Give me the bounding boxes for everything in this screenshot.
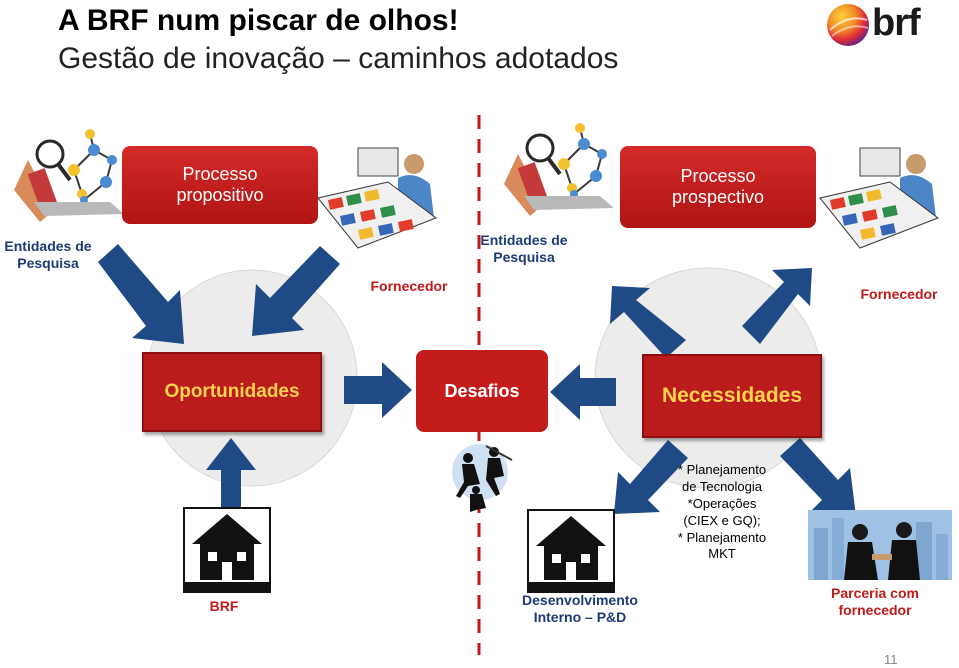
process-propositivo-label: Processo propositivo <box>176 164 264 205</box>
arrow-to-entidades-right <box>610 286 686 358</box>
brf-logo-text: brf <box>872 2 921 44</box>
page-number: 11 <box>884 652 898 667</box>
desenvolvimento-label: Desenvolvimento Interno – P&D <box>522 592 638 625</box>
handshake-photo <box>808 510 952 580</box>
parceria-label: Parceria com fornecedor <box>831 585 919 618</box>
note-line: MKT <box>708 546 736 562</box>
notes-list: * Planejamento de Tecnologia *Operações … <box>660 462 784 563</box>
note-line: (CIEX e GQ); <box>683 512 761 528</box>
research-clipart-right <box>504 123 614 216</box>
note-line: * Planejamento <box>677 529 767 545</box>
house-icon-brf <box>183 507 271 593</box>
arrow-oportunidades-to-desafios <box>344 362 412 418</box>
page-title: A BRF num piscar de olhos! <box>58 4 459 37</box>
supplier-clipart-left <box>317 147 438 249</box>
arrow-to-parceria <box>780 438 856 516</box>
oportunidades-box: Oportunidades <box>142 352 322 432</box>
arrow-group <box>98 244 856 516</box>
fornecedor-label-right: Fornecedor <box>860 286 938 302</box>
process-propositivo-box: Processo propositivo <box>122 146 318 224</box>
note-line: * Planejamento <box>677 462 767 477</box>
research-clipart-left <box>14 129 124 222</box>
necessidades-box: Necessidades <box>642 354 822 438</box>
entidades-label-right: Entidades de Pesquisa <box>480 232 568 265</box>
process-prospectivo-label: Processo prospectivo <box>671 166 765 207</box>
arrow-to-desenvolvimento <box>614 440 688 514</box>
entidades-label-left: Entidades de Pesquisa <box>4 238 92 271</box>
brf-sphere-logo-icon <box>827 4 869 46</box>
arrow-to-fornecedor-right <box>742 268 812 344</box>
note-line: *Operações <box>687 495 757 511</box>
note-line: de Tecnologia <box>682 478 762 494</box>
process-prospectivo-box: Processo prospectivo <box>620 146 816 228</box>
desafios-box: Desafios <box>416 350 548 432</box>
arrow-entidades-to-oportunidades <box>98 244 184 344</box>
arrow-necessidades-to-desafios <box>550 364 616 420</box>
team-running-clipart <box>452 444 513 512</box>
house-icon-desenvolvimento <box>527 509 615 593</box>
fornecedor-label-left: Fornecedor <box>370 278 448 294</box>
arrow-fornecedor-to-oportunidades <box>252 246 340 336</box>
arrow-brf-to-oportunidades <box>206 438 256 510</box>
brf-label: BRF <box>209 598 239 614</box>
page-subtitle: Gestão de inovação – caminhos adotados <box>58 42 619 75</box>
supplier-clipart-right <box>819 147 940 249</box>
